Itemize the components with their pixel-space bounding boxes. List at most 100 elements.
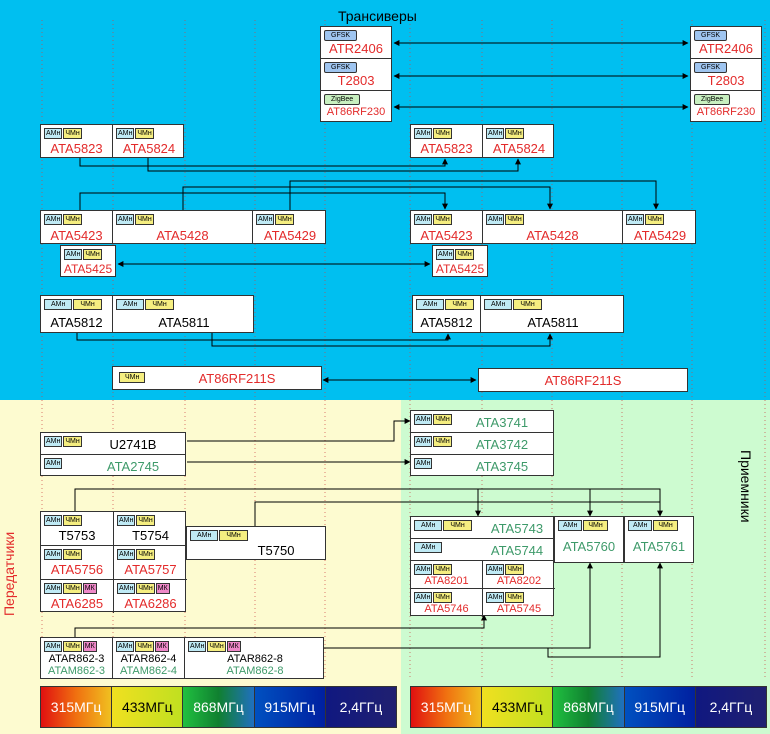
part-ata5761: ATA5761 bbox=[632, 539, 686, 554]
am-tag: АМн bbox=[414, 414, 433, 425]
part-ata5824: ATA5824 bbox=[122, 141, 176, 156]
part-ata5428: ATA5428 bbox=[526, 228, 579, 243]
part-ata3741: ATA3741 bbox=[475, 415, 529, 430]
part-atar862-3: ATAR862-3 bbox=[48, 653, 105, 665]
am-tag: АМн bbox=[414, 564, 433, 575]
fm-tag: ЧМн bbox=[513, 299, 542, 310]
am-tag: АМн bbox=[44, 128, 63, 139]
freq-2-4: 2,4ГГц bbox=[325, 687, 397, 727]
am-tag: АМн bbox=[116, 128, 135, 139]
am-tag: АМн bbox=[414, 458, 433, 469]
fm-tag: ЧМн bbox=[219, 530, 248, 541]
part-ata3745: ATA3745 bbox=[475, 459, 529, 474]
fm-tag: ЧМн bbox=[119, 372, 146, 383]
am-tag: АМн bbox=[117, 549, 136, 560]
frequency-bar-right: 315МГц 433МГц 868МГц 915МГц 2,4ГГц bbox=[410, 686, 767, 728]
at86rf211s-right: AT86RF211S bbox=[478, 368, 688, 392]
transceiver-group-left: GFSK ATR2406 GFSK T2803 ZigBee AT86RF230 bbox=[320, 26, 392, 122]
zigbee-tag: ZigBee bbox=[694, 94, 731, 105]
gfsk-tag: GFSK bbox=[694, 62, 728, 73]
fm-tag: ЧМн bbox=[63, 436, 82, 447]
am-tag: АМн bbox=[44, 583, 63, 594]
part-t5753: T5753 bbox=[58, 528, 96, 543]
part-atam862-3: ATAM862-3 bbox=[47, 665, 106, 677]
part-at86rf230: AT86RF230 bbox=[326, 106, 386, 118]
part-ata5756: ATA5756 bbox=[50, 562, 104, 577]
fm-tag: ЧМн bbox=[433, 214, 452, 225]
part-ata5743: ATA5743 bbox=[490, 521, 544, 536]
fm-tag: ЧМн bbox=[136, 549, 155, 560]
zigbee-tag: ZigBee bbox=[324, 94, 361, 105]
am-tag: АМн bbox=[626, 214, 645, 225]
freq-915: 915МГц bbox=[254, 687, 326, 727]
part-ata5811: ATA5811 bbox=[527, 315, 579, 330]
fm-tag: ЧМн bbox=[73, 299, 102, 310]
am-tag: АМн bbox=[414, 214, 433, 225]
am-tag: АМн bbox=[414, 436, 433, 447]
part-at86rf211s: AT86RF211S bbox=[198, 371, 276, 386]
gfsk-tag: GFSK bbox=[694, 30, 728, 41]
am-tag: АМн bbox=[44, 549, 63, 560]
fm-tag: ЧМн bbox=[63, 583, 82, 594]
part-t5754: T5754 bbox=[132, 528, 169, 543]
mcu-tag: МК bbox=[155, 583, 170, 594]
am-tag: АМн bbox=[486, 128, 505, 139]
fm-tag: ЧМн bbox=[207, 641, 226, 652]
fm-tag: ЧМн bbox=[135, 641, 154, 652]
fm-tag: ЧМн bbox=[445, 299, 474, 310]
fm-tag: ЧМн bbox=[433, 414, 452, 425]
am-tag: АМн bbox=[416, 299, 445, 310]
part-atar862-4: ATAR862-4 bbox=[120, 653, 177, 665]
part-u2741b: U2741B bbox=[109, 437, 157, 452]
am-tag: АМн bbox=[44, 515, 63, 526]
transmitters-title: Передатчики bbox=[1, 531, 17, 616]
part-ata5823: ATA5823 bbox=[50, 141, 103, 156]
am-tag: АМн bbox=[628, 520, 653, 531]
fm-tag: ЧМн bbox=[63, 515, 82, 526]
am-tag: АМн bbox=[414, 520, 443, 531]
freq-2-4: 2,4ГГц bbox=[695, 687, 767, 727]
freq-433: 433МГц bbox=[482, 687, 554, 727]
fm-tag: ЧМн bbox=[63, 641, 82, 652]
am-tag: АМн bbox=[64, 249, 83, 260]
part-ata5425: ATA5425 bbox=[435, 262, 485, 276]
fm-tag: ЧМн bbox=[505, 564, 524, 575]
am-tag: АМн bbox=[44, 641, 63, 652]
mcu-tag: МК bbox=[82, 641, 97, 652]
fm-tag: ЧМн bbox=[275, 214, 294, 225]
freq-315: 315МГц bbox=[41, 687, 113, 727]
part-ata5745: ATA5745 bbox=[496, 603, 542, 615]
part-atam862-4: ATAM862-4 bbox=[119, 665, 178, 677]
fm-tag: ЧМн bbox=[443, 520, 472, 531]
fm-tag: ЧМн bbox=[136, 583, 155, 594]
fm-tag: ЧМн bbox=[83, 249, 102, 260]
fm-tag: ЧМн bbox=[505, 128, 524, 139]
mcu-tag: МК bbox=[226, 641, 241, 652]
part-t2803: T2803 bbox=[707, 73, 745, 88]
part-ata5824: ATA5824 bbox=[492, 141, 546, 156]
am-tag: АМн bbox=[486, 214, 505, 225]
freq-433: 433МГц bbox=[112, 687, 184, 727]
fm-tag: ЧМн bbox=[653, 520, 678, 531]
gfsk-tag: GFSK bbox=[324, 30, 358, 41]
mcu-tag: МК bbox=[154, 641, 169, 652]
at86rf211s-left: ЧМн AT86RF211S bbox=[112, 366, 322, 390]
fm-tag: ЧМн bbox=[433, 592, 452, 603]
freq-868: 868МГц bbox=[553, 687, 625, 727]
fm-tag: ЧМн bbox=[135, 214, 154, 225]
am-tag: АМн bbox=[117, 515, 136, 526]
am-tag: АМн bbox=[44, 214, 63, 225]
freq-315: 315МГц bbox=[411, 687, 483, 727]
am-tag: АМн bbox=[436, 249, 455, 260]
part-ata5760: ATA5760 bbox=[562, 539, 616, 554]
am-tag: АМн bbox=[414, 542, 443, 553]
part-atam862-8: ATAM862-8 bbox=[226, 665, 284, 677]
